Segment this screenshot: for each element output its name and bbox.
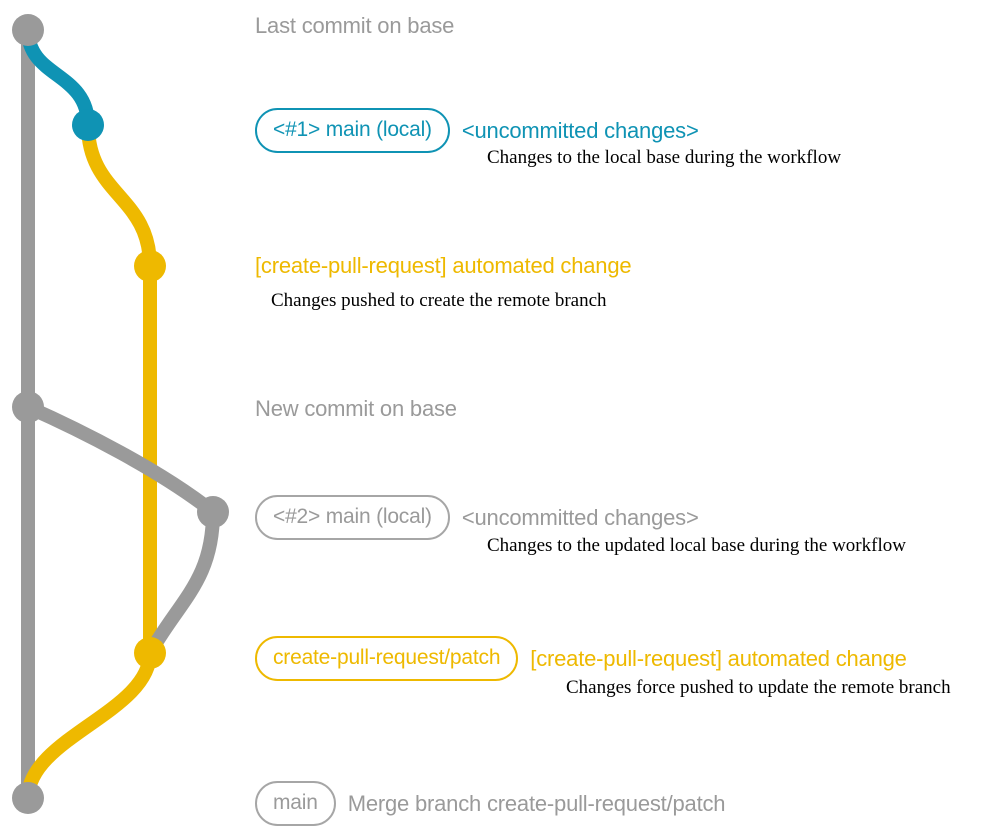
row-local-2: <#2> main (local) <uncommitted changes> [0,495,981,540]
edge-detour-to-patch-2 [143,505,220,660]
commit-node-patch-2[interactable] [134,637,166,669]
commit-message-merge: Merge branch create-pull-request/patch [347,790,726,816]
edge-base-to-detour [21,400,220,519]
row-local-1-description: Changes to the local base during the wor… [487,147,842,168]
commit-node-local-2[interactable] [197,496,229,528]
branch-badge-create-pull-request-patch[interactable]: create-pull-request/patch [255,636,519,681]
commit-node-base-last[interactable] [12,14,44,46]
row-local-1: <#1> main (local) <uncommitted changes> [0,108,981,153]
commit-message-automated-1: [create-pull-request] automated change [255,253,632,278]
commit-message-local-2: <uncommitted changes> [461,504,699,530]
row-automated-2: create-pull-request/patch [create-pull-r… [0,636,981,681]
edge-local-1-to-patch-1 [81,118,157,273]
commit-node-merge[interactable] [12,782,44,814]
row-merge: main Merge branch create-pull-request/pa… [0,781,981,826]
commit-node-patch-1[interactable] [134,250,166,282]
branch-badge-main[interactable]: main [255,781,336,826]
edge-patch-2-to-merge [21,646,157,805]
commit-message-local-1: <uncommitted changes> [461,117,699,143]
commit-message-automated-2: [create-pull-request] automated change [530,645,907,671]
row-automated-1-description: Changes pushed to create the remote bran… [271,290,607,311]
row-new-commit-on-base-label: New commit on base [255,396,457,421]
row-local-2-description: Changes to the updated local base during… [487,535,906,556]
branch-badge-main-local-2[interactable]: <#2> main (local) [255,495,450,540]
branch-badge-main-local-1[interactable]: <#1> main (local) [255,108,450,153]
row-automated-2-description: Changes force pushed to update the remot… [566,677,951,698]
commit-node-base-new[interactable] [12,391,44,423]
row-last-commit-on-base-label: Last commit on base [255,13,455,38]
commit-node-local-1[interactable] [72,109,104,141]
